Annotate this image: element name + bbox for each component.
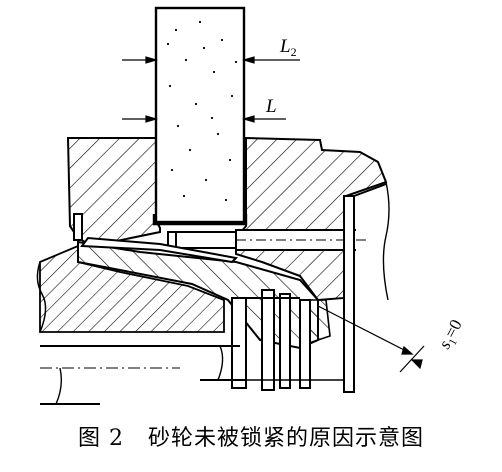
label-s1-eq-0: s1=0 [435,316,469,353]
figure-caption: 图 2 砂轮未被锁紧的原因示意图 [0,420,502,460]
locating-pin [73,213,83,241]
caption-gap [124,426,148,451]
dimension-l2 [122,56,300,64]
flange-face [343,181,390,393]
wheel-bottom-lip [152,214,248,226]
gap-indicator [317,305,425,373]
spacer-plates [231,289,311,391]
break-line-left [36,261,47,333]
grinding-wheel-grain [166,20,238,202]
label-l: L [265,96,277,117]
svg-text:s1=0: s1=0 [435,316,469,353]
taper-cone [80,236,239,264]
clamp-bolt [167,226,370,254]
grinding-wheel [154,6,246,224]
figure-number: 图 2 [78,426,124,451]
label-l2: L2 [279,36,297,59]
spindle-left-hatch [39,244,225,333]
dimension-l [122,115,286,123]
figure-title: 砂轮未被锁紧的原因示意图 [147,426,424,451]
spindle-shaft [40,345,246,405]
